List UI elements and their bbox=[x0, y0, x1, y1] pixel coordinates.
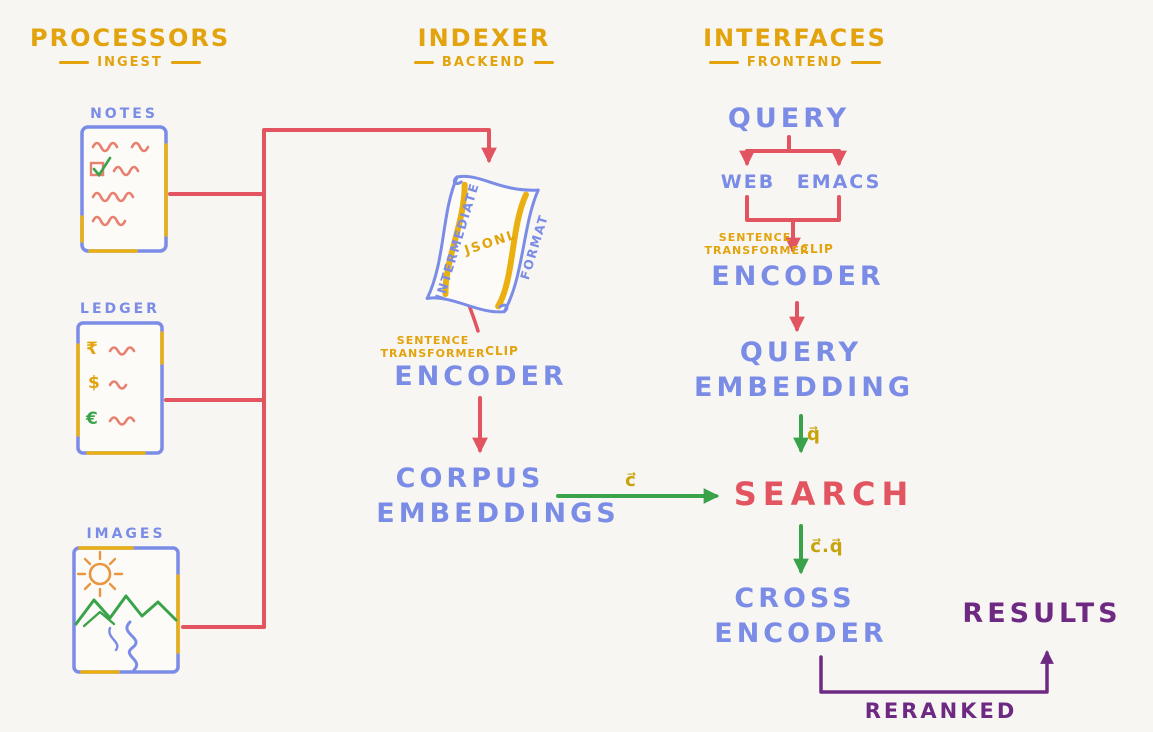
processors-section-header: PROCESSORS INGEST bbox=[30, 24, 230, 70]
ledger-card-accents bbox=[76, 331, 164, 455]
dot-product-label: c⃗.q⃗ bbox=[810, 536, 844, 557]
connector-trunk-to-scroll bbox=[262, 128, 497, 629]
query-vector-label: q⃗ bbox=[807, 424, 821, 445]
cross-encoder-line2: ENCODER bbox=[714, 618, 888, 649]
indexer-section-header: INDEXER BACKEND bbox=[414, 24, 554, 70]
reranked-label: RERANKED bbox=[864, 699, 1018, 723]
notes-label: NOTES bbox=[90, 106, 158, 122]
notes-card-accents bbox=[80, 143, 168, 253]
corpus-embeddings-line2: EMBEDDINGS bbox=[376, 498, 620, 529]
subtitle-dash-icon bbox=[534, 61, 554, 64]
interfaces-subtitle-text: FRONTEND bbox=[746, 55, 844, 70]
query-label: QUERY bbox=[727, 103, 851, 134]
ledger-card-drawing bbox=[76, 321, 164, 455]
ledger-document-icon: ₹ $ € bbox=[74, 319, 166, 457]
scroll-gold-bands bbox=[442, 181, 529, 310]
subtitle-dash-icon bbox=[708, 61, 739, 64]
river-icon bbox=[108, 620, 138, 672]
subtitle-dash-icon bbox=[170, 61, 201, 64]
connector-query-split-bar bbox=[745, 135, 841, 153]
indexer-sentence-label: SENTENCE bbox=[396, 334, 470, 347]
web-client-label: WEB bbox=[720, 171, 776, 193]
search-label: SEARCH bbox=[733, 475, 915, 513]
ledger-scribble-lines bbox=[108, 346, 136, 426]
query-embedding-line1: QUERY bbox=[739, 337, 863, 368]
images-card-accents bbox=[78, 546, 180, 674]
interfaces-encoder-label: ENCODER bbox=[711, 261, 885, 292]
images-label: IMAGES bbox=[86, 526, 166, 542]
corpus-vector-label: c⃗ bbox=[625, 470, 637, 491]
processors-title: PROCESSORS bbox=[30, 24, 231, 52]
processors-subtitle: INGEST bbox=[30, 55, 230, 70]
rupee-symbol: ₹ bbox=[86, 339, 98, 359]
mountains-icon bbox=[74, 594, 178, 628]
notes-document-icon bbox=[80, 125, 168, 253]
images-picture-icon bbox=[72, 546, 180, 674]
connector-cross-encoder-to-results bbox=[819, 650, 1054, 694]
notes-scribble-lines bbox=[91, 141, 150, 227]
query-embedding-line2: EMBEDDING bbox=[694, 372, 914, 403]
interfaces-clip-label: CLIP bbox=[800, 242, 834, 256]
interfaces-sentence-label: SENTENCE bbox=[718, 231, 792, 244]
sun-icon bbox=[88, 562, 112, 586]
connector-clients-join-bar bbox=[745, 195, 841, 222]
processors-subtitle-text: INGEST bbox=[97, 55, 163, 70]
indexer-subtitle-text: BACKEND bbox=[441, 55, 527, 70]
cross-encoder-line1: CROSS bbox=[734, 583, 856, 614]
sun-rays-icon bbox=[76, 550, 124, 598]
interfaces-transformer-label: TRANSFORMER bbox=[704, 244, 810, 257]
results-label: RESULTS bbox=[962, 598, 1122, 629]
dollar-symbol: $ bbox=[88, 373, 100, 393]
scroll-outline bbox=[425, 174, 540, 314]
indexer-title: INDEXER bbox=[417, 24, 551, 52]
euro-symbol: € bbox=[86, 409, 98, 429]
interfaces-title: INTERFACES bbox=[703, 24, 887, 52]
subtitle-dash-icon bbox=[414, 61, 434, 64]
emacs-client-label: EMACS bbox=[796, 171, 882, 193]
jsonl-scroll-icon bbox=[425, 174, 540, 314]
indexer-clip-label: CLIP bbox=[485, 344, 519, 358]
interfaces-subtitle: FRONTEND bbox=[690, 55, 900, 70]
subtitle-dash-icon bbox=[851, 61, 882, 64]
corpus-embeddings-line1: CORPUS bbox=[395, 463, 545, 494]
ledger-label: LEDGER bbox=[80, 301, 160, 317]
notes-checkmark-icon bbox=[92, 156, 112, 178]
indexer-encoder-label: ENCODER bbox=[394, 361, 568, 392]
interfaces-section-header: INTERFACES FRONTEND bbox=[690, 24, 900, 70]
indexer-subtitle: BACKEND bbox=[414, 55, 554, 70]
images-card-border bbox=[72, 546, 180, 674]
indexer-transformer-label: TRANSFORMER bbox=[380, 347, 486, 360]
subtitle-dash-icon bbox=[59, 61, 90, 64]
